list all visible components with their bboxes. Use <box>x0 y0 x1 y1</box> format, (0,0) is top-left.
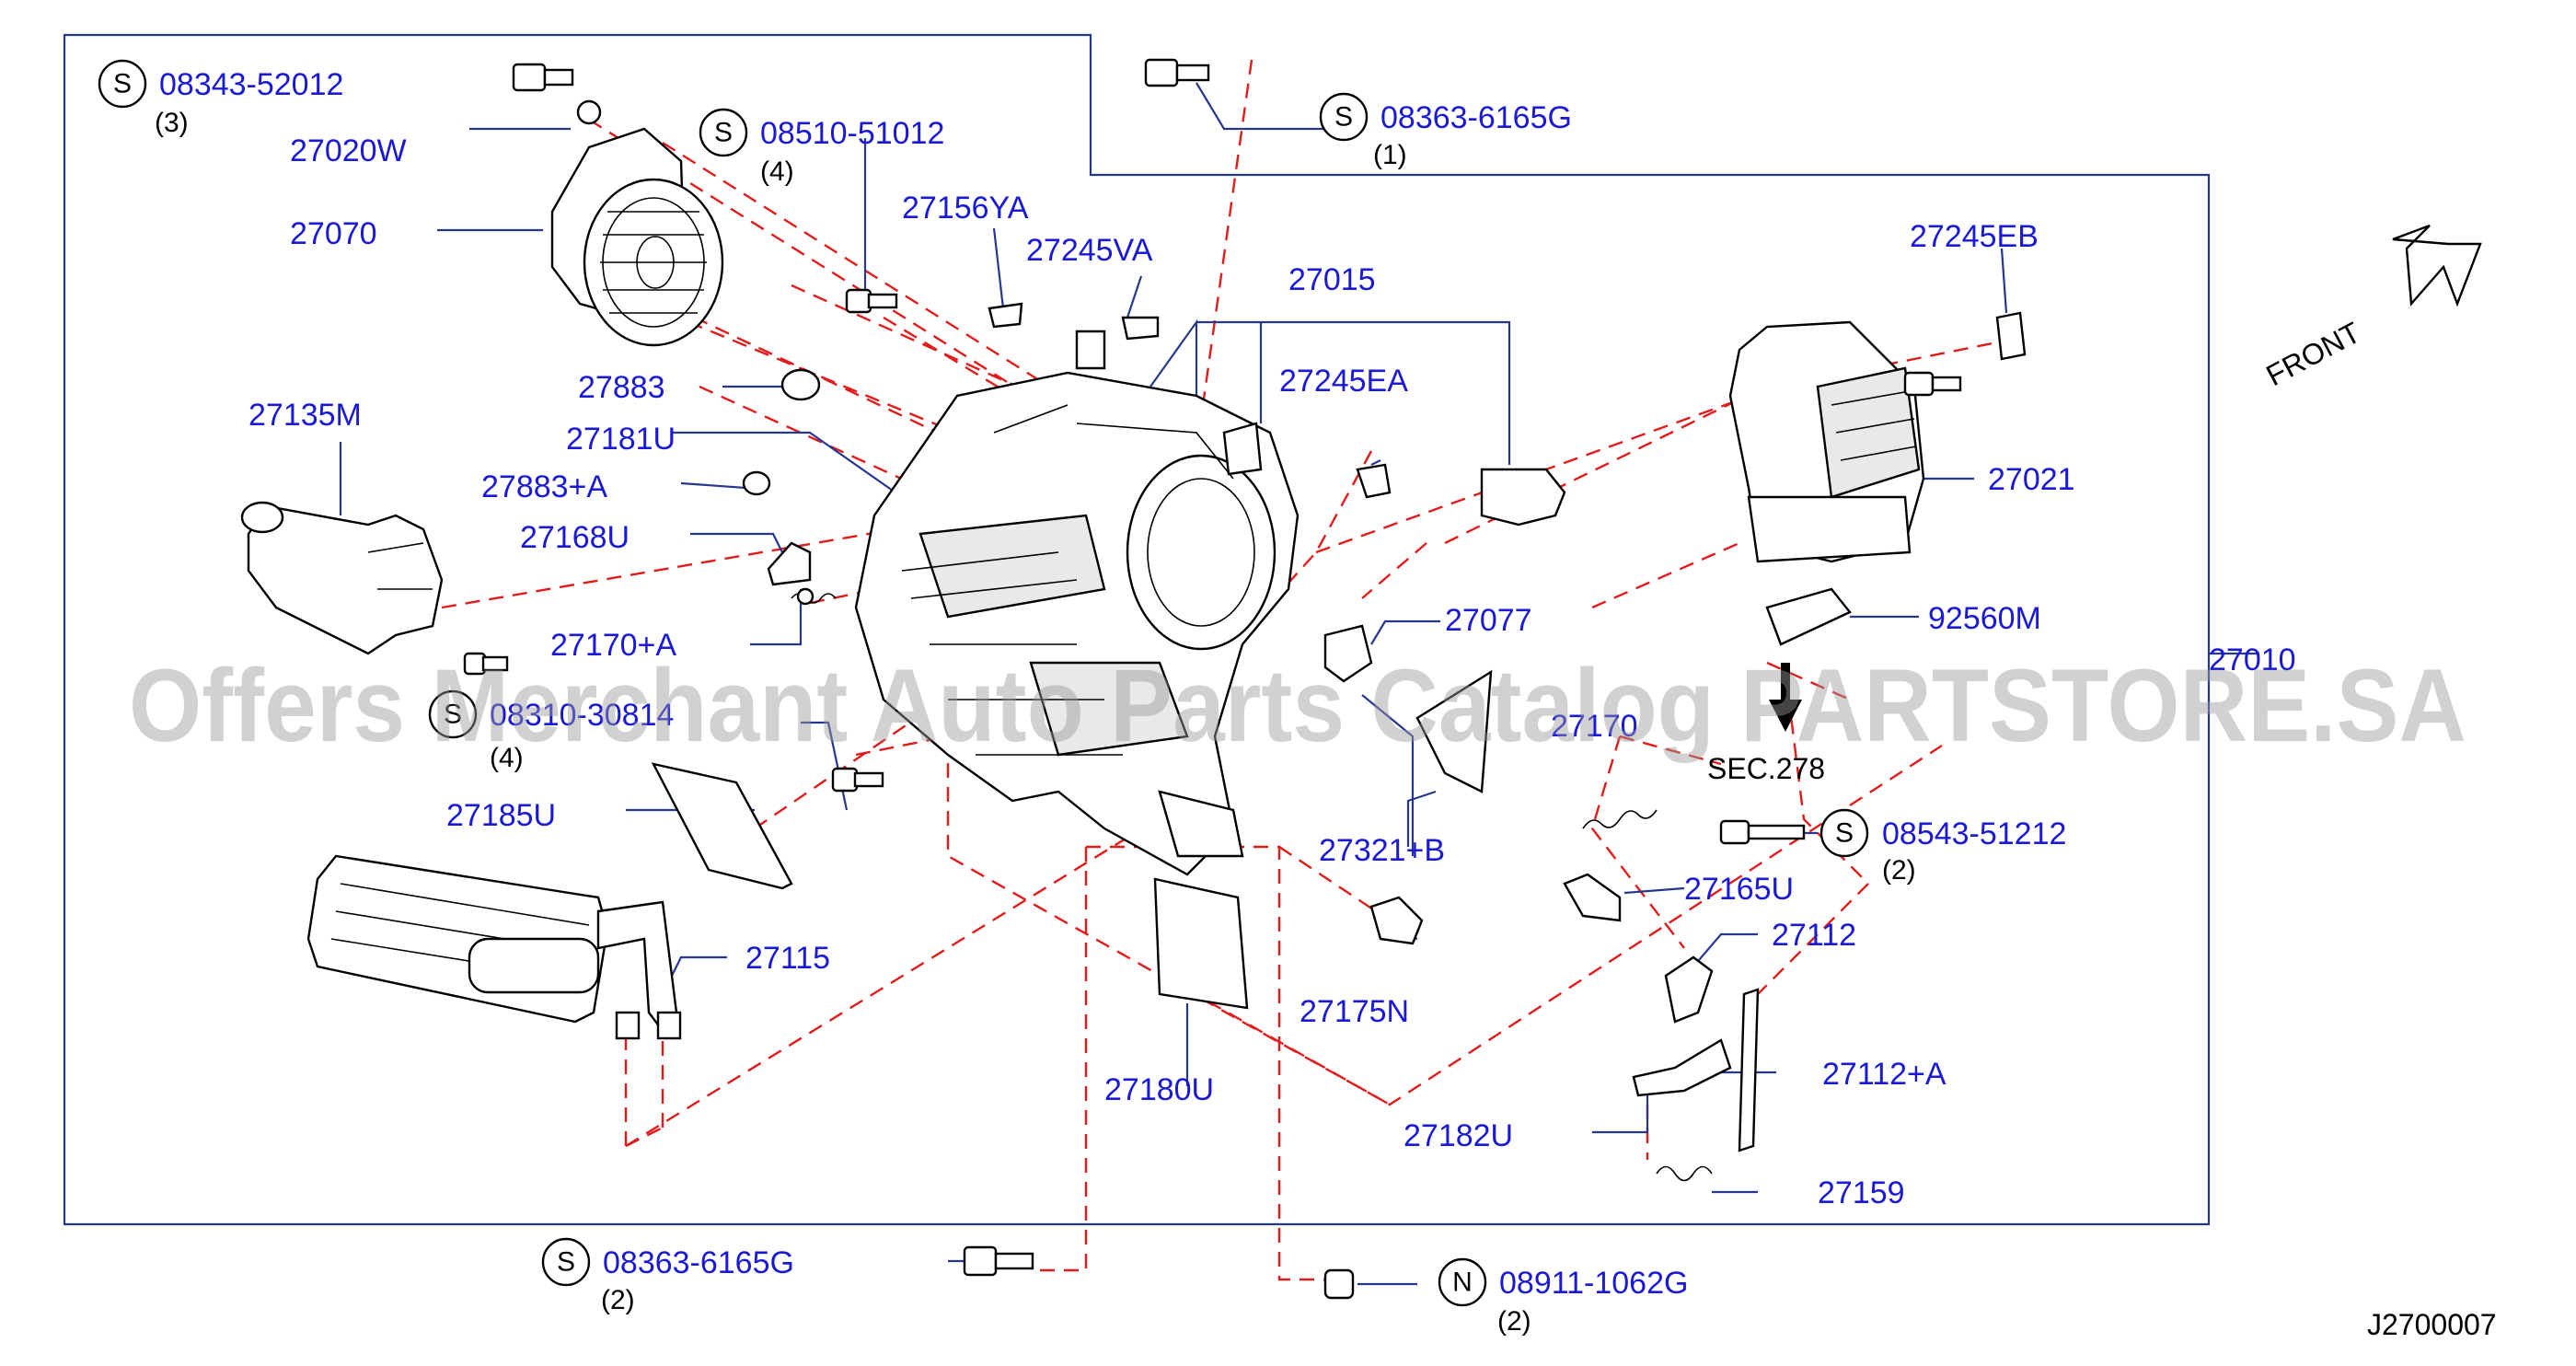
part-label-27020W[interactable]: 27020W <box>290 133 407 168</box>
part-label-27245EB[interactable]: 27245EB <box>1910 219 2039 254</box>
std-part-qty: (2) <box>601 1285 635 1315</box>
heater-core-drawing <box>306 854 682 1040</box>
screw-icon <box>463 652 509 676</box>
std-part-qty: (1) <box>1373 140 1407 170</box>
std-mark: N <box>1452 1268 1473 1298</box>
intake-unit-drawing <box>1728 320 1925 563</box>
part-label-27170A[interactable]: 27170+A <box>550 628 676 663</box>
section-reference[interactable]: SEC.278 <box>1707 752 1825 785</box>
front-arrow-icon <box>2392 224 2482 307</box>
std-mark: S <box>1334 102 1353 133</box>
part-label-27182U[interactable]: 27182U <box>1404 1118 1513 1153</box>
spring-icon <box>1582 809 1658 829</box>
part-label-27165U[interactable]: 27165U <box>1684 872 1794 907</box>
spring-icon <box>791 587 837 606</box>
part-label-27321B[interactable]: 27321+B <box>1319 833 1445 868</box>
part-label-27883A[interactable]: 27883+A <box>481 469 607 504</box>
section-arrow-icon <box>1769 663 1802 732</box>
part-label-27077[interactable]: 27077 <box>1445 603 1532 638</box>
front-label: FRONT <box>2260 316 2365 393</box>
part-label-27156YA[interactable]: 27156YA <box>902 191 1029 226</box>
bracket-icon <box>1563 873 1622 922</box>
bolt-icon <box>963 1245 1034 1277</box>
std-part-number[interactable]: 08911-1062G <box>1499 1266 1688 1301</box>
std-part-qty: (2) <box>1497 1306 1531 1337</box>
std-mark: S <box>113 69 132 99</box>
bracket-icon <box>1480 468 1566 527</box>
nut-icon <box>1323 1268 1355 1300</box>
std-mark: S <box>714 118 733 148</box>
part-label-27015[interactable]: 27015 <box>1288 262 1376 297</box>
screw-icon <box>845 288 898 314</box>
link-icon <box>1632 1038 1732 1097</box>
part-label-27112[interactable]: 27112 <box>1772 918 1856 953</box>
part-label-27021[interactable]: 27021 <box>1988 462 2075 497</box>
std-part-number[interactable]: 08310-30814 <box>490 698 674 733</box>
std-part-number[interactable]: 08363-6165G <box>1380 100 1572 135</box>
std-mark: S <box>1835 818 1854 849</box>
part-label-27159[interactable]: 27159 <box>1818 1175 1905 1210</box>
assembly-frame <box>63 33 2211 1226</box>
part-label-27170[interactable]: 27170 <box>1551 709 1638 744</box>
part-label-27185U[interactable]: 27185U <box>446 798 556 833</box>
blower-motor-drawing <box>550 127 724 347</box>
std-part-qty: (4) <box>490 743 524 773</box>
part-label-92560M[interactable]: 92560M <box>1928 601 2041 636</box>
std-part-number[interactable]: 08543-51212 <box>1882 816 2066 851</box>
link-icon <box>1664 955 1714 1024</box>
part-label-27175N[interactable]: 27175N <box>1300 994 1409 1029</box>
screw-icon <box>1903 371 1962 397</box>
part-label-27115[interactable]: 27115 <box>745 941 830 976</box>
clip-icon <box>1995 311 2027 361</box>
std-mark: S <box>557 1247 575 1278</box>
clip-icon <box>1356 463 1392 499</box>
std-part-number[interactable]: 08510-51012 <box>760 116 944 151</box>
std-part-qty: (4) <box>760 156 794 187</box>
drawing-number: J2700007 <box>2367 1308 2497 1341</box>
door-icon <box>1153 877 1249 1010</box>
grommet-icon <box>780 368 821 401</box>
washer-icon <box>576 99 602 125</box>
cap-icon <box>1369 896 1424 945</box>
seal-icon <box>1415 669 1493 793</box>
part-label-27181U[interactable]: 27181U <box>566 422 676 457</box>
bolt-icon <box>512 63 574 92</box>
filter-icon <box>651 762 793 890</box>
std-part-qty: (3) <box>155 108 189 138</box>
std-part-number[interactable]: 08343-52012 <box>159 67 343 102</box>
clip-icon <box>988 302 1023 329</box>
bracket-icon <box>1765 587 1852 646</box>
part-label-27112A[interactable]: 27112+A <box>1822 1057 1946 1092</box>
actuator-icon <box>1323 624 1373 683</box>
watermark: Offers Merchant Auto Parts Catalog PARTS… <box>129 648 2466 763</box>
spring-icon <box>1656 1165 1713 1182</box>
duct-drawing <box>240 501 444 655</box>
grommet-icon <box>742 470 771 496</box>
part-label-27010[interactable]: 27010 <box>2209 642 2296 677</box>
std-part-number[interactable]: 08363-6165G <box>603 1245 794 1280</box>
screw-icon <box>1719 819 1806 845</box>
bolt-icon <box>1144 58 1210 87</box>
bracket-icon <box>767 541 812 586</box>
std-mark: S <box>444 700 462 730</box>
part-label-27135M[interactable]: 27135M <box>248 398 362 433</box>
part-label-27245VA[interactable]: 27245VA <box>1026 233 1153 268</box>
std-part-markers: S S S S S S N <box>98 59 1869 1307</box>
std-part-qty: (2) <box>1882 855 1916 886</box>
part-label-27168U[interactable]: 27168U <box>520 520 630 555</box>
part-label-27245EA[interactable]: 27245EA <box>1279 364 1408 399</box>
screw-icon <box>831 767 884 793</box>
lever-icon <box>1738 988 1760 1152</box>
part-label-27883[interactable]: 27883 <box>578 370 665 405</box>
part-label-27070[interactable]: 27070 <box>290 216 377 251</box>
part-label-27180U[interactable]: 27180U <box>1104 1072 1214 1107</box>
clip-icon <box>1121 316 1160 341</box>
heater-case-drawing <box>854 330 1300 876</box>
